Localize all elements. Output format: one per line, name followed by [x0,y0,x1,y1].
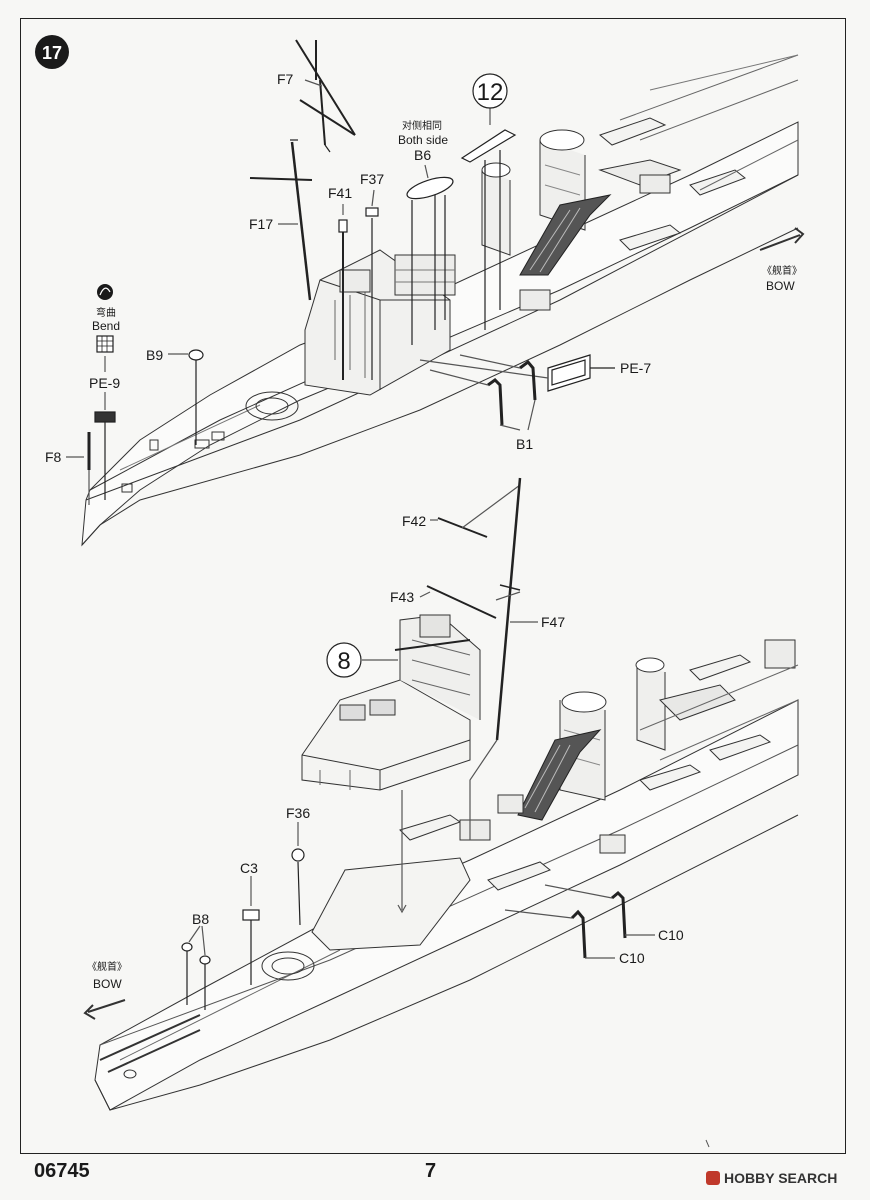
label-f47: F47 [541,614,565,630]
label-f41: F41 [328,185,352,201]
subassembly-8-badge: 8 [326,642,362,678]
page-number: 7 [425,1160,437,1182]
bridge-subassembly [301,614,481,791]
label-f17: F17 [249,216,273,232]
label-bow-en-lower: BOW [93,977,122,991]
label-b6-en: Both side [398,133,448,147]
label-c10-a: C10 [658,927,684,943]
label-c10-b: C10 [619,950,645,966]
label-f36: F36 [286,805,310,821]
label-b8: B8 [192,911,209,927]
label-b1: B1 [516,436,533,452]
lower-parts [83,477,655,1020]
label-bend-cn: 弯曲 [96,306,116,319]
label-bow-cn-upper: 《舰首》 [762,264,802,277]
label-pe7: PE-7 [620,360,651,376]
upper-parts [66,39,805,505]
page-frame [20,18,846,1154]
label-bow-en-upper: BOW [766,279,795,293]
label-f8: F8 [45,449,62,465]
watermark-logo-icon [706,1171,720,1185]
lower-ship [94,639,799,1111]
label-8: 8 [337,648,350,675]
label-f7: F7 [277,71,294,87]
upper-labels: F7 F17 F41 F37 对侧相同 Both side B6 12 弯曲 B… [45,71,802,465]
label-b6: B6 [414,147,431,163]
lower-labels: F42 F43 F47 8 F36 C3 B8 C10 C10 《舰首》 BOW [87,513,684,991]
label-f42: F42 [402,513,426,529]
label-f43: F43 [390,589,414,605]
watermark-text: HOBBY SEARCH [724,1170,838,1186]
label-12: 12 [477,79,504,106]
watermark: HOBBY SEARCH [706,1170,837,1186]
label-bow-cn-lower: 《舰首》 [87,960,127,973]
subassembly-12-badge: 12 [472,73,508,109]
label-c3: C3 [240,860,258,876]
label-f37: F37 [360,171,384,187]
label-pe9: PE-9 [89,375,120,391]
product-code: 06745 [34,1160,90,1182]
label-bend-en: Bend [92,319,120,333]
label-b6-cn: 对侧相同 [402,119,442,132]
label-b9: B9 [146,347,163,363]
step-badge: 17 [35,35,69,69]
corner-mark [705,1139,710,1148]
step-number: 17 [42,43,62,63]
